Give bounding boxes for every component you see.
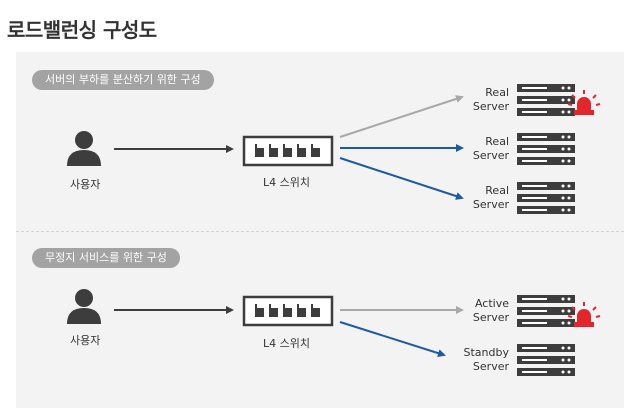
section2-server2-icon	[517, 344, 575, 376]
section1-user-label: 사용자	[70, 178, 101, 191]
section2-arrow-server2	[339, 321, 446, 357]
section1-user-icon	[67, 131, 101, 166]
section1-arrow-server3	[339, 157, 464, 200]
server-label-line2: Server	[472, 100, 509, 113]
section1-switch-icon	[242, 135, 334, 167]
section1-title-pill: 서버의 부하를 분산하기 위한 구성	[32, 70, 214, 90]
server-label-line1: Real	[485, 135, 509, 148]
section1-server1-label: Real Server	[429, 86, 509, 114]
server-label-line2: Server	[472, 198, 509, 211]
section1-arrow-server1	[339, 95, 464, 138]
page-title: 로드밸런싱 구성도	[7, 18, 157, 42]
server-label-line2: Server	[472, 311, 509, 324]
section1-server1-icon	[517, 84, 575, 116]
section1-server3-icon	[517, 182, 575, 214]
server-label-line2: Server	[472, 149, 509, 162]
section2-user-icon	[67, 289, 101, 324]
server-label-line1: Standby	[463, 346, 509, 359]
server-label-line1: Real	[485, 184, 509, 197]
section1-server2-icon	[517, 133, 575, 165]
section2-switch-label: L4 스위치	[263, 337, 310, 350]
section2-title-pill: 무정지 서비스를 위한 구성	[32, 248, 180, 268]
section2-server1-icon	[517, 295, 575, 327]
server-label-line2: Server	[472, 360, 509, 373]
section2-switch-icon	[242, 295, 334, 327]
section2-server1-label: Active Server	[429, 297, 509, 325]
section-divider	[16, 231, 624, 232]
section1-switch-label: L4 스위치	[263, 176, 310, 189]
section1-server3-label: Real Server	[429, 184, 509, 212]
section2-user-label: 사용자	[70, 334, 101, 347]
server-label-line1: Active	[474, 297, 509, 310]
section2-server2-label: Standby Server	[429, 346, 509, 374]
server-label-line1: Real	[485, 86, 509, 99]
section1-server2-label: Real Server	[429, 135, 509, 163]
